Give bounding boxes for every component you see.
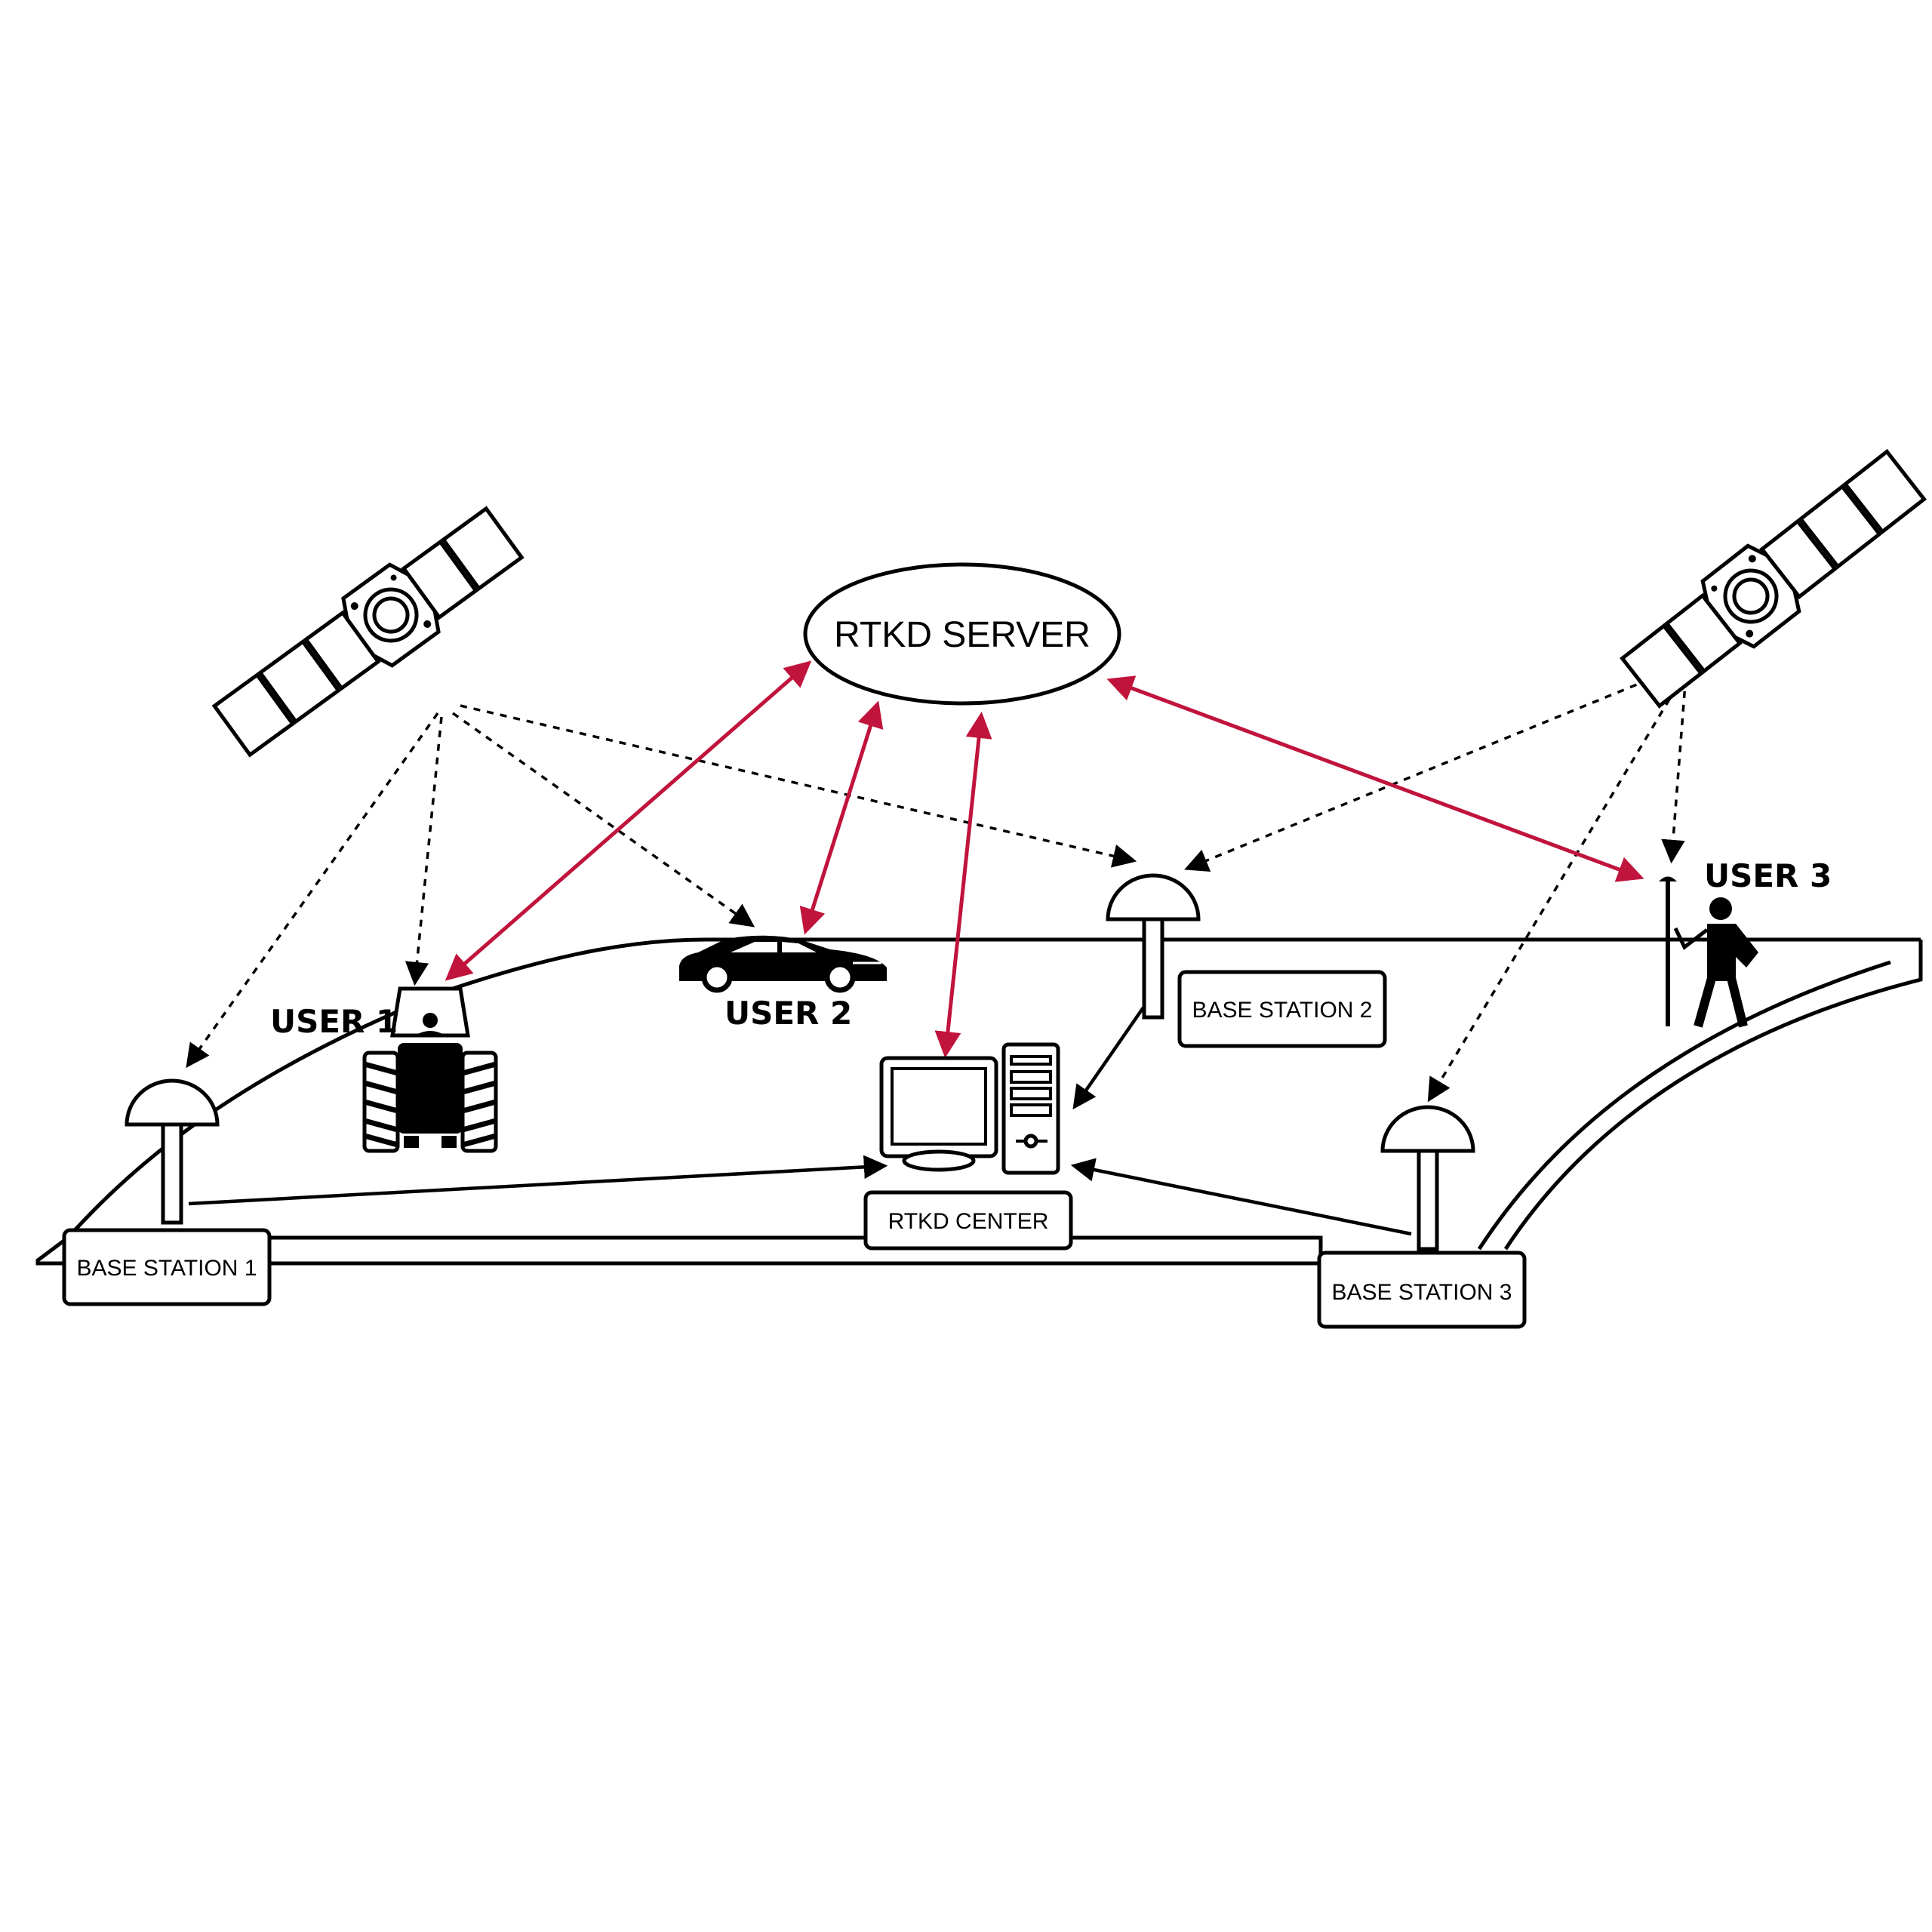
- base-station-2: BASE STATION 2: [1177, 970, 1387, 1048]
- base-station-1: BASE STATION 1: [62, 1228, 272, 1306]
- rtkd-server-label: RTKD SERVER: [834, 615, 1091, 655]
- computer-icon: [879, 1042, 1060, 1175]
- user-1-label: USER 1: [270, 1003, 398, 1040]
- base-station-1-label: BASE STATION 1: [77, 1256, 257, 1281]
- rtkd-center: RTKD CENTER: [863, 1190, 1073, 1251]
- server-correction-arrows: [445, 660, 1644, 1058]
- car-icon: [679, 935, 887, 993]
- user-2-label: USER 2: [724, 995, 852, 1032]
- base-station-data-arrows: [188, 1006, 1412, 1236]
- rtkd-server: RTKD SERVER: [803, 562, 1121, 706]
- base-station-2-label: BASE STATION 2: [1192, 998, 1373, 1023]
- base-station-3-label: BASE STATION 3: [1332, 1280, 1512, 1305]
- user-3-label: USER 3: [1704, 857, 1832, 894]
- surveyor-icon: [1659, 876, 1758, 1028]
- rtkd-center-label: RTKD CENTER: [888, 1209, 1049, 1234]
- satellite-icon: [208, 500, 528, 764]
- tractor-icon: [362, 986, 498, 1153]
- satellite-icon: [1615, 443, 1930, 715]
- base-station-3: BASE STATION 3: [1317, 1251, 1527, 1329]
- gnss-antenna-icon: [1383, 1107, 1473, 1249]
